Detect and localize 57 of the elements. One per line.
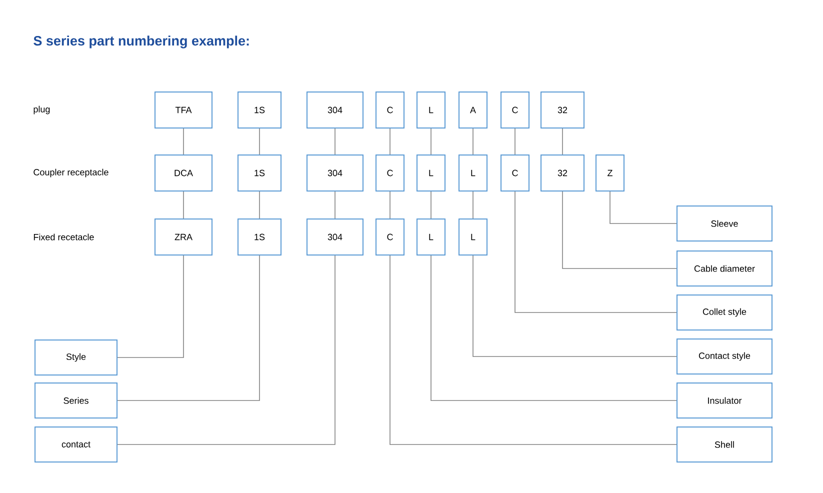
leader-line	[117, 255, 184, 358]
connector-line	[259, 191, 260, 219]
code-box: 1S	[238, 92, 282, 128]
connector-line	[430, 191, 432, 219]
title: S series part numbering example:	[34, 36, 249, 48]
code-box: L	[416, 218, 446, 256]
code-box: DCA	[154, 154, 212, 192]
row-label: Fixed recetacle	[34, 234, 94, 240]
row-label: Coupler receptacle	[34, 168, 108, 178]
code-box: 32	[540, 92, 584, 128]
connector-line	[472, 191, 474, 219]
code-box: 304	[306, 154, 364, 192]
connector-line	[562, 128, 563, 155]
code-box: 304	[306, 218, 364, 256]
code-box: ZRA	[154, 218, 212, 256]
connector-line	[334, 128, 336, 155]
code-box: 1S	[238, 154, 282, 192]
description-box: Collet style	[676, 294, 772, 330]
description-box: Contact style	[676, 338, 772, 374]
leader-line	[430, 255, 677, 401]
code-box: TFA	[154, 92, 212, 128]
leader-line	[562, 191, 677, 269]
code-box: Z	[596, 154, 624, 192]
description-box: Sleeve	[676, 206, 772, 242]
leader-line	[117, 255, 260, 401]
connector-line	[514, 128, 516, 155]
code-box: C	[376, 92, 404, 128]
code-box: L	[458, 218, 488, 256]
code-box: C	[376, 218, 404, 256]
description-box: Style	[34, 340, 118, 376]
connector-line	[183, 191, 184, 219]
connector-line	[472, 128, 474, 155]
leader-line	[390, 255, 677, 445]
connector-line	[334, 191, 336, 219]
description-box: Cable diameter	[676, 250, 772, 286]
code-box: L	[416, 92, 446, 128]
code-box: C	[376, 154, 404, 192]
code-box: C	[500, 92, 530, 128]
code-box: A	[458, 92, 488, 128]
code-box: L	[458, 154, 488, 192]
connector-line	[259, 128, 260, 155]
description-box: Shell	[676, 426, 772, 462]
connector-line	[430, 128, 432, 155]
description-box: Series	[34, 382, 118, 418]
leader-line	[117, 255, 336, 445]
code-box: 304	[306, 92, 364, 128]
description-box: contact	[34, 426, 118, 462]
code-box: 1S	[238, 218, 282, 256]
code-box: 32	[540, 154, 584, 192]
leader-line	[514, 191, 677, 313]
code-box: C	[500, 154, 530, 192]
leader-line	[610, 191, 677, 224]
leader-line	[472, 255, 677, 357]
connector-line	[183, 128, 184, 155]
row-label: plug	[34, 106, 50, 114]
description-box: Insulator	[676, 382, 772, 418]
code-box: L	[416, 154, 446, 192]
